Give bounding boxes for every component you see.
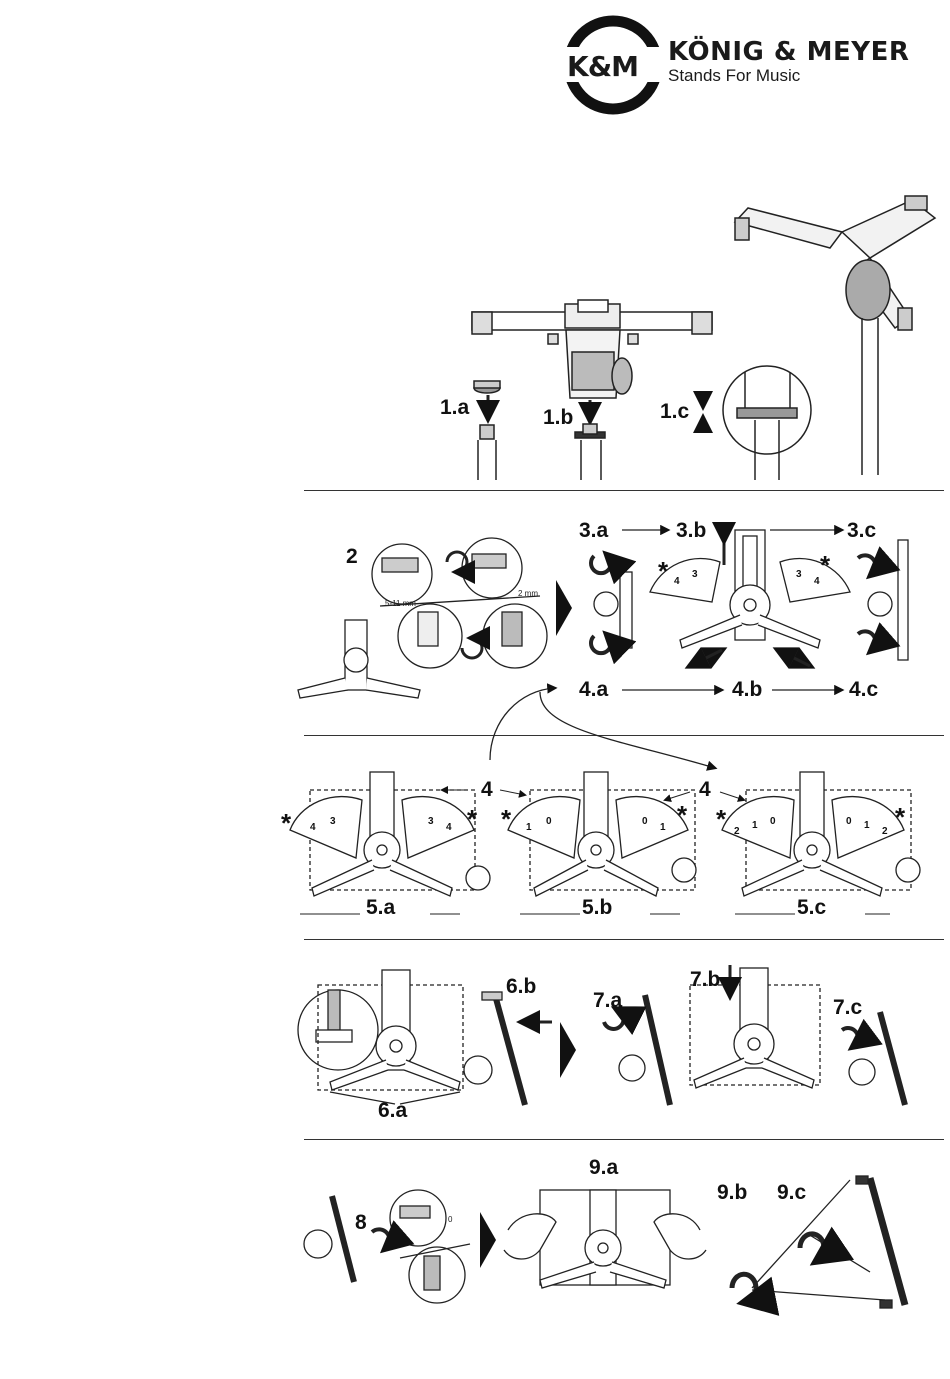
step-6-7-illustration <box>298 965 905 1105</box>
measure-gap: 2 mm <box>518 590 538 598</box>
star-mark: * <box>820 552 830 578</box>
step-label-2: 2 <box>346 546 358 567</box>
star-mark: * <box>281 810 291 836</box>
step-label-9a: 9.a <box>589 1157 618 1178</box>
svg-text:0: 0 <box>846 816 852 827</box>
step-label-1c: 1.c <box>660 401 689 422</box>
svg-text:1: 1 <box>526 822 532 833</box>
svg-text:1: 1 <box>752 820 758 831</box>
svg-text:0: 0 <box>770 816 776 827</box>
step-2-3-illustration <box>298 530 908 768</box>
svg-text:4: 4 <box>674 576 680 587</box>
svg-text:2: 2 <box>882 826 888 837</box>
step-label-3a: 3.a <box>579 520 608 541</box>
step-label-5c: 5.c <box>797 897 826 918</box>
step-label-6a: 6.a <box>378 1100 407 1121</box>
step-label-7a: 7.a <box>593 990 622 1011</box>
svg-text:2: 2 <box>734 826 740 837</box>
step-label-7c: 7.c <box>833 997 862 1018</box>
star-mark: * <box>716 806 726 832</box>
svg-text:1: 1 <box>660 822 666 833</box>
step-label-3b: 3.b <box>676 520 706 541</box>
step-label-9c: 9.c <box>777 1182 806 1203</box>
step-label-6b: 6.b <box>506 976 536 997</box>
star-mark: * <box>501 806 511 832</box>
star-mark: * <box>467 806 477 832</box>
step-label-4a: 4.a <box>579 679 608 700</box>
step-1-illustration <box>472 196 935 480</box>
step-8-9-illustration <box>304 1176 905 1308</box>
svg-text:4: 4 <box>310 822 316 833</box>
step-label-3c: 3.c <box>847 520 876 541</box>
step-label-5b: 5.b <box>582 897 612 918</box>
svg-text:4: 4 <box>446 822 452 833</box>
star-mark: * <box>895 804 905 830</box>
step-label-4-right: 4 <box>699 779 711 800</box>
step-label-9b: 9.b <box>717 1182 747 1203</box>
step-label-1a: 1.a <box>440 397 469 418</box>
svg-text:0: 0 <box>546 816 552 827</box>
measure-range: 5-11 mm <box>385 600 416 608</box>
svg-text:3: 3 <box>692 569 698 580</box>
svg-text:0: 0 <box>642 816 648 827</box>
step-label-1b: 1.b <box>543 407 573 428</box>
step-label-4c: 4.c <box>849 679 878 700</box>
step-label-7b: 7.b <box>690 969 720 990</box>
svg-text:3: 3 <box>428 816 434 827</box>
step-label-5a: 5.a <box>366 897 395 918</box>
step-label-4-left: 4 <box>481 779 493 800</box>
step-label-4b: 4.b <box>732 679 762 700</box>
star-mark: * <box>658 558 668 584</box>
svg-text:3: 3 <box>330 816 336 827</box>
star-mark: * <box>677 802 687 828</box>
svg-text:3: 3 <box>796 569 802 580</box>
measure-zero: 0 <box>448 1216 452 1224</box>
svg-text:1: 1 <box>864 820 870 831</box>
step-label-8: 8 <box>355 1212 367 1233</box>
step-5-illustration <box>290 772 920 914</box>
